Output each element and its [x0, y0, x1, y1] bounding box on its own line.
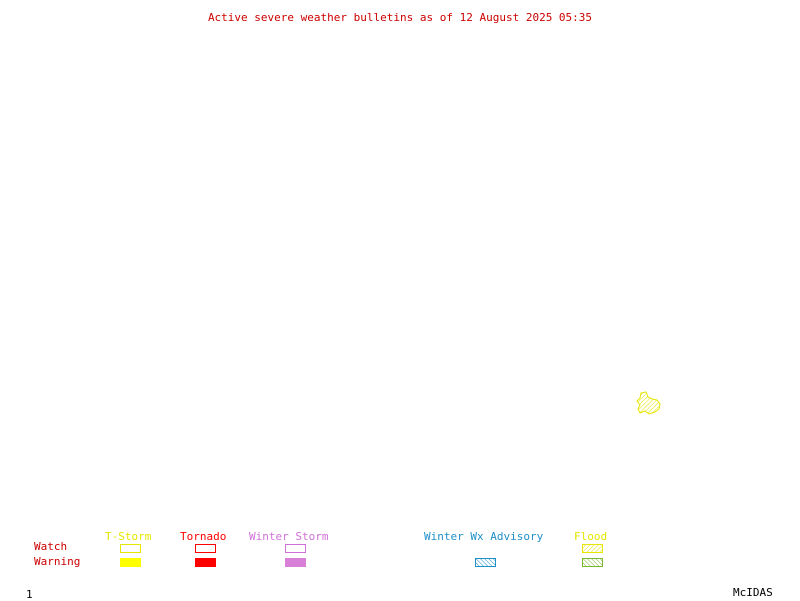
legend-label-tstorm: T-Storm — [105, 530, 152, 543]
legend-swatch-winter-storm-warning — [285, 558, 306, 567]
legend-row-label-warning: Warning — [34, 555, 81, 568]
legend-swatch-winter-storm-watch — [285, 544, 306, 553]
legend-swatch-flood-warning — [582, 558, 603, 567]
flood-watch-area — [636, 391, 661, 415]
legend-label-winter-storm: Winter Storm — [249, 530, 329, 543]
legend-swatch-winter-wx-advisory — [475, 558, 496, 567]
legend-row-label-watch: Watch — [34, 540, 68, 553]
legend-swatch-flood-watch — [582, 544, 603, 553]
legend-label-winter-wx-advisory: Winter Wx Advisory — [424, 530, 544, 543]
legend-swatch-tornado-watch — [195, 544, 216, 553]
page-title: Active severe weather bulletins as of 12… — [207, 11, 593, 24]
legend-swatch-tstorm-warning — [120, 558, 141, 567]
legend-swatch-tstorm-watch — [120, 544, 141, 553]
legend-swatch-tornado-warning — [195, 558, 216, 567]
legend-label-tornado: Tornado — [180, 530, 227, 543]
frame-number: 1 — [26, 588, 33, 601]
brand-label: McIDAS — [733, 586, 773, 599]
legend-label-flood: Flood — [574, 530, 608, 543]
